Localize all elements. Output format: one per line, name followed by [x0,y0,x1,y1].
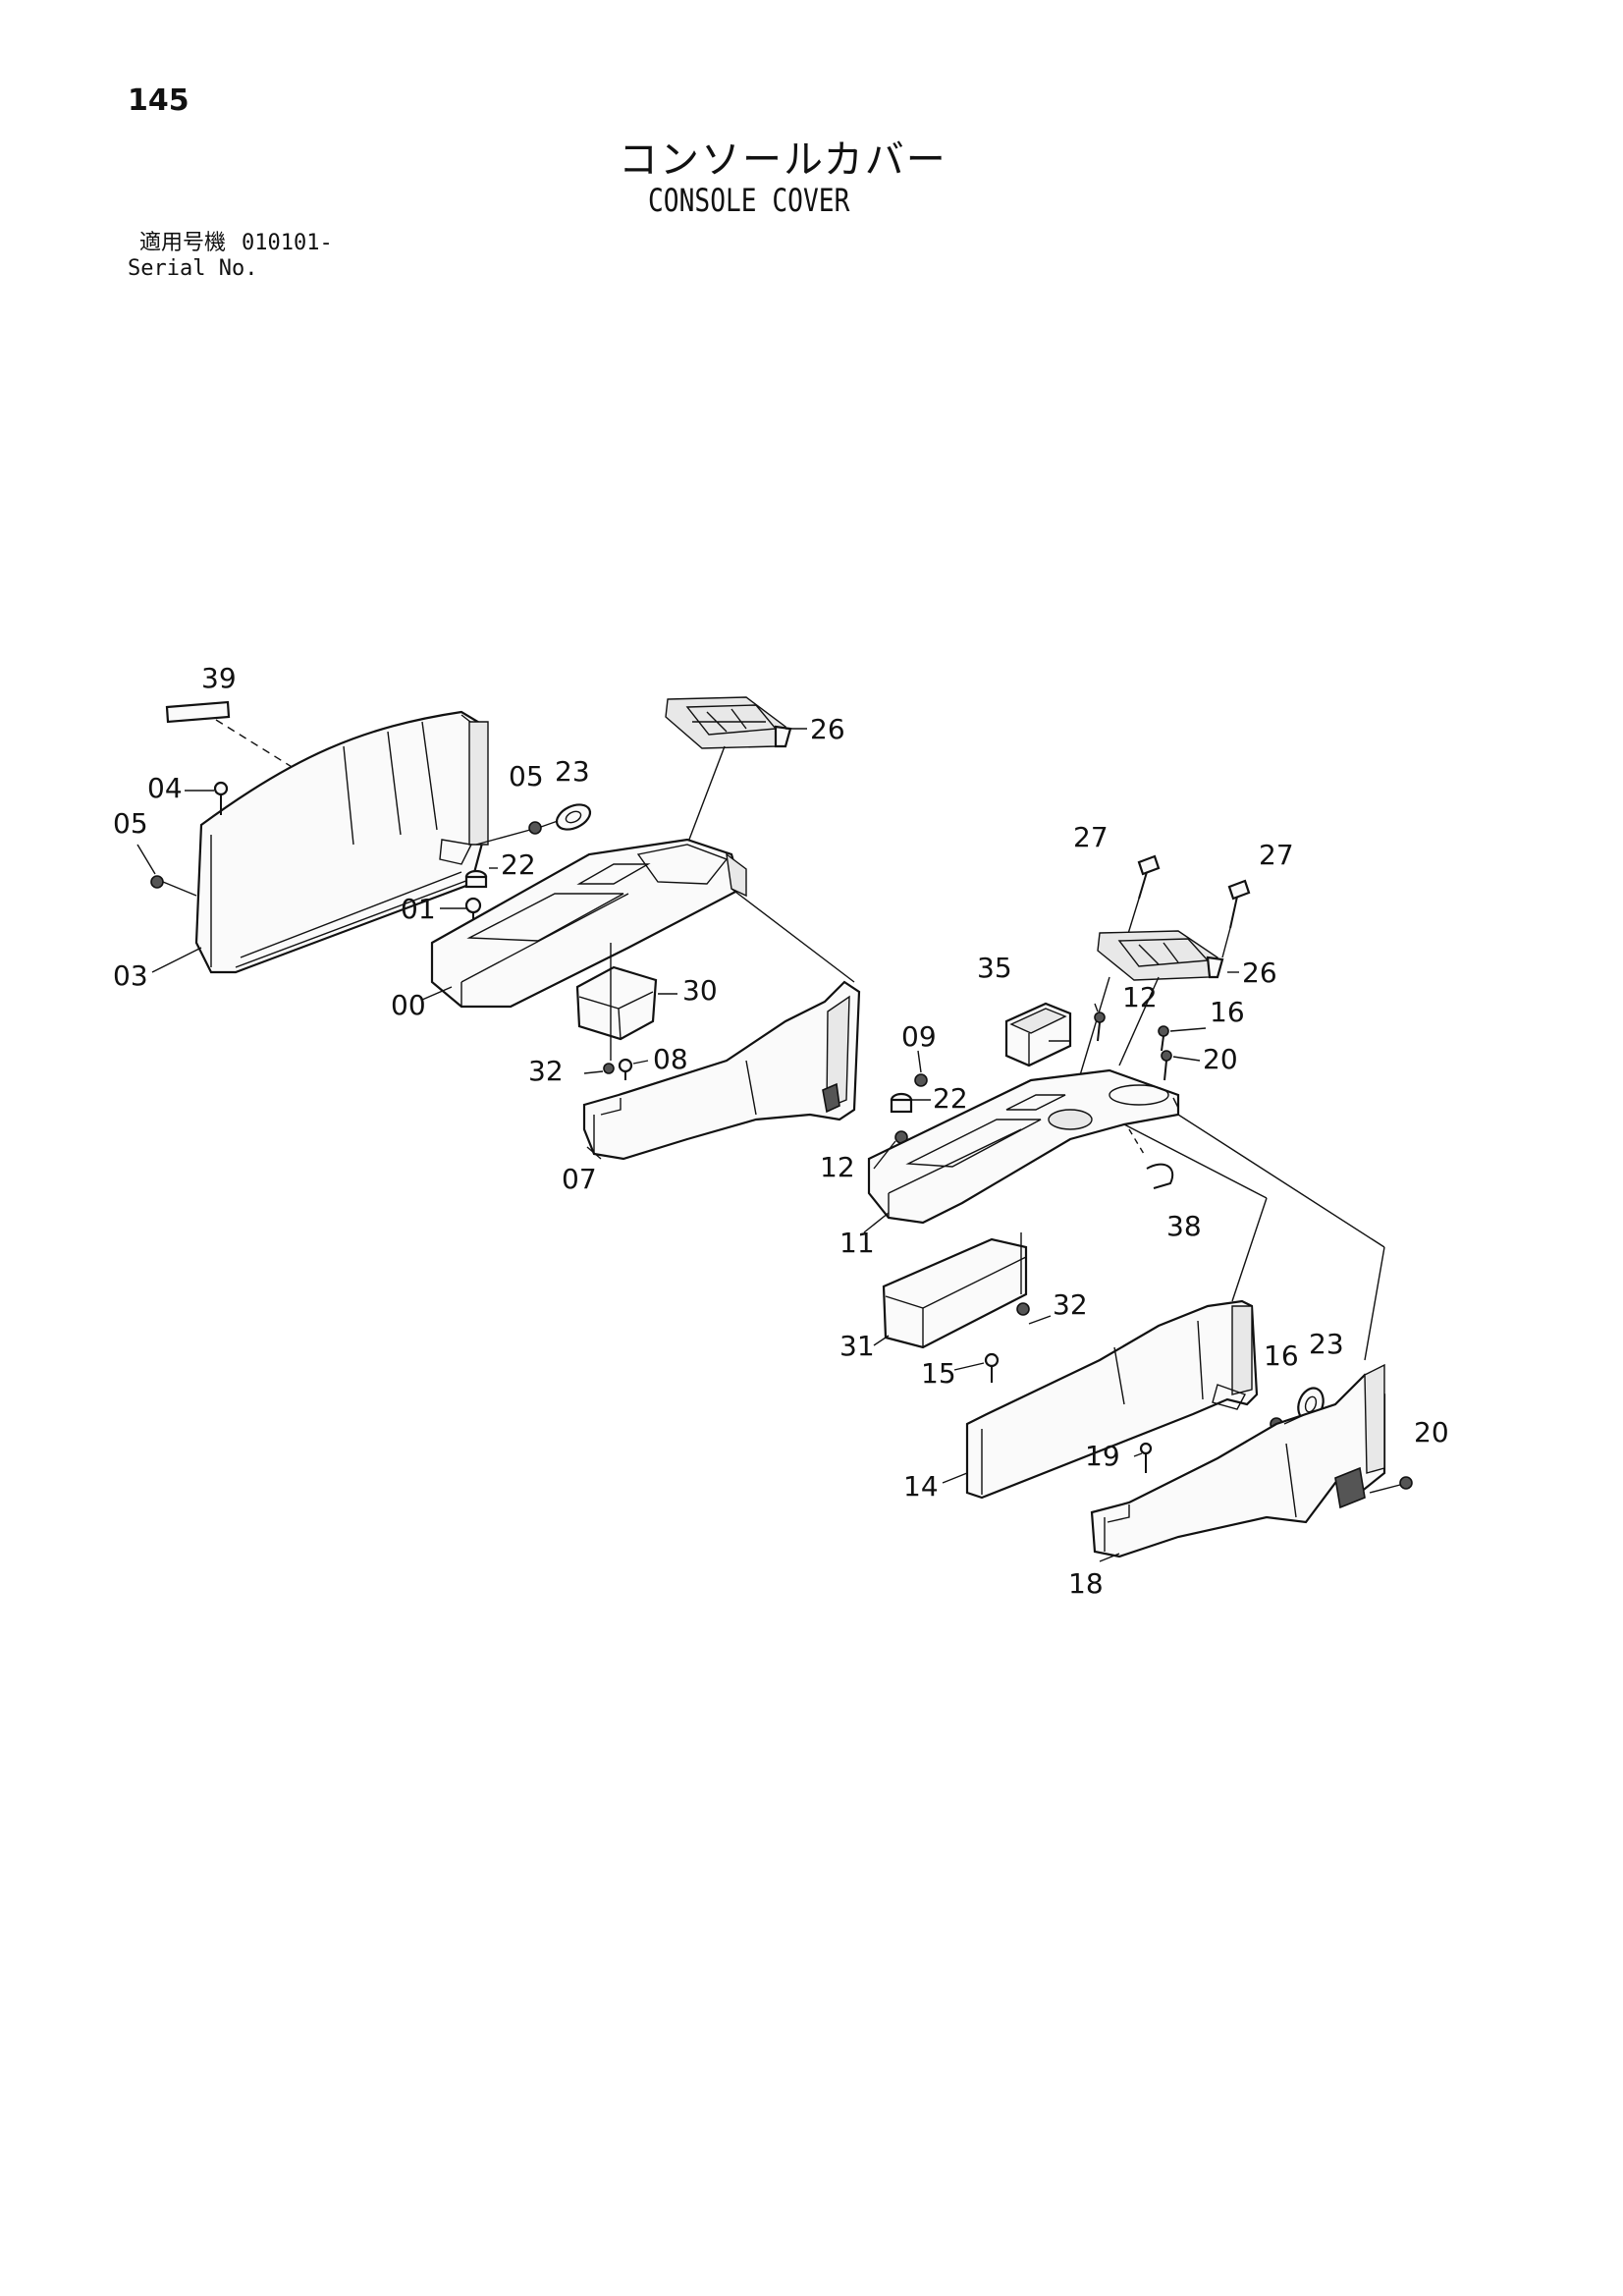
callout-08: 08 [653,1043,688,1075]
callout-00: 00 [391,989,426,1021]
callout-05-upper: 05 [509,760,544,793]
page-number: 145 [128,83,189,118]
callout-03: 03 [113,959,148,992]
serial-block: 適用号機 010101- Serial No. [128,231,333,282]
part-26-armrest-pad-right [1097,930,1224,981]
part-26-armrest-pad [665,696,792,749]
title-japanese: コンソールカバー [619,137,947,183]
callout-09: 09 [901,1020,937,1053]
part-20-screw-upper [1161,1050,1172,1081]
callout-16-right: 16 [1264,1339,1299,1372]
callout-14: 14 [903,1470,939,1503]
part-35-switch-box [1004,1002,1072,1067]
callout-27-left: 27 [1073,821,1109,853]
part-22-cap [464,869,488,889]
callout-39: 39 [201,662,237,694]
callout-16: 16 [1210,996,1245,1028]
callout-31: 31 [839,1330,875,1362]
callout-05: 05 [113,807,148,840]
callout-04: 04 [147,772,183,804]
part-07-lower-cover [582,980,861,1161]
part-38-clip [1146,1163,1174,1189]
part-32-nut [603,1063,615,1074]
part-22-cap-right [890,1092,913,1114]
serial-label-japanese: 適用号機 [139,231,227,255]
callout-18: 18 [1068,1567,1104,1600]
callout-22-right: 22 [933,1082,968,1115]
part-04-screw [213,781,229,815]
part-16-screw-upper [1158,1025,1169,1052]
callout-12-upper: 12 [1122,981,1158,1013]
callout-20-right: 20 [1414,1416,1449,1449]
part-18-lower-cover [1090,1363,1386,1558]
callout-20: 20 [1203,1043,1238,1075]
part-08-screw [618,1058,633,1080]
part-32-nut-right [1016,1302,1030,1316]
callout-32: 32 [528,1055,564,1087]
part-23-grommet [555,803,592,831]
callout-01: 01 [401,893,436,925]
callout-23-right: 23 [1309,1328,1344,1360]
callout-15: 15 [921,1357,956,1390]
callout-26: 26 [810,713,845,745]
part-14-side-cover [965,1299,1259,1500]
part-05-bolt-upper [528,821,542,835]
callout-30: 30 [682,974,718,1007]
part-11-console-top [867,1068,1180,1225]
part-31-storage-box [882,1237,1028,1349]
part-05-bolt [150,875,164,889]
callout-23: 23 [555,755,590,788]
part-39-label-plate [165,700,231,724]
callout-32-right: 32 [1053,1288,1088,1321]
part-27-bolt-left [1137,854,1161,900]
part-19-screw [1139,1442,1153,1473]
part-15-screw [984,1352,1000,1383]
part-09-nut [914,1073,928,1087]
serial-value: 010101- [242,231,333,255]
part-00-console-top [430,838,747,1009]
callout-12: 12 [820,1151,855,1183]
serial-label-english: Serial No. [128,256,258,281]
callout-35: 35 [977,952,1012,984]
part-27-bolt-right [1227,879,1251,929]
part-12-screw-upper [1094,1011,1106,1042]
title-english: CONSOLE COVER [648,182,850,219]
part-03-left-side-cover [194,710,489,974]
part-30-tray [575,965,658,1041]
callout-19: 19 [1085,1440,1120,1472]
callout-26-right: 26 [1242,957,1277,989]
callout-22: 22 [501,848,536,881]
callout-27-right: 27 [1259,839,1294,871]
callout-11: 11 [839,1227,875,1259]
callout-07: 07 [562,1163,597,1195]
part-20-bolt-right [1399,1476,1413,1490]
callout-38: 38 [1166,1210,1202,1242]
